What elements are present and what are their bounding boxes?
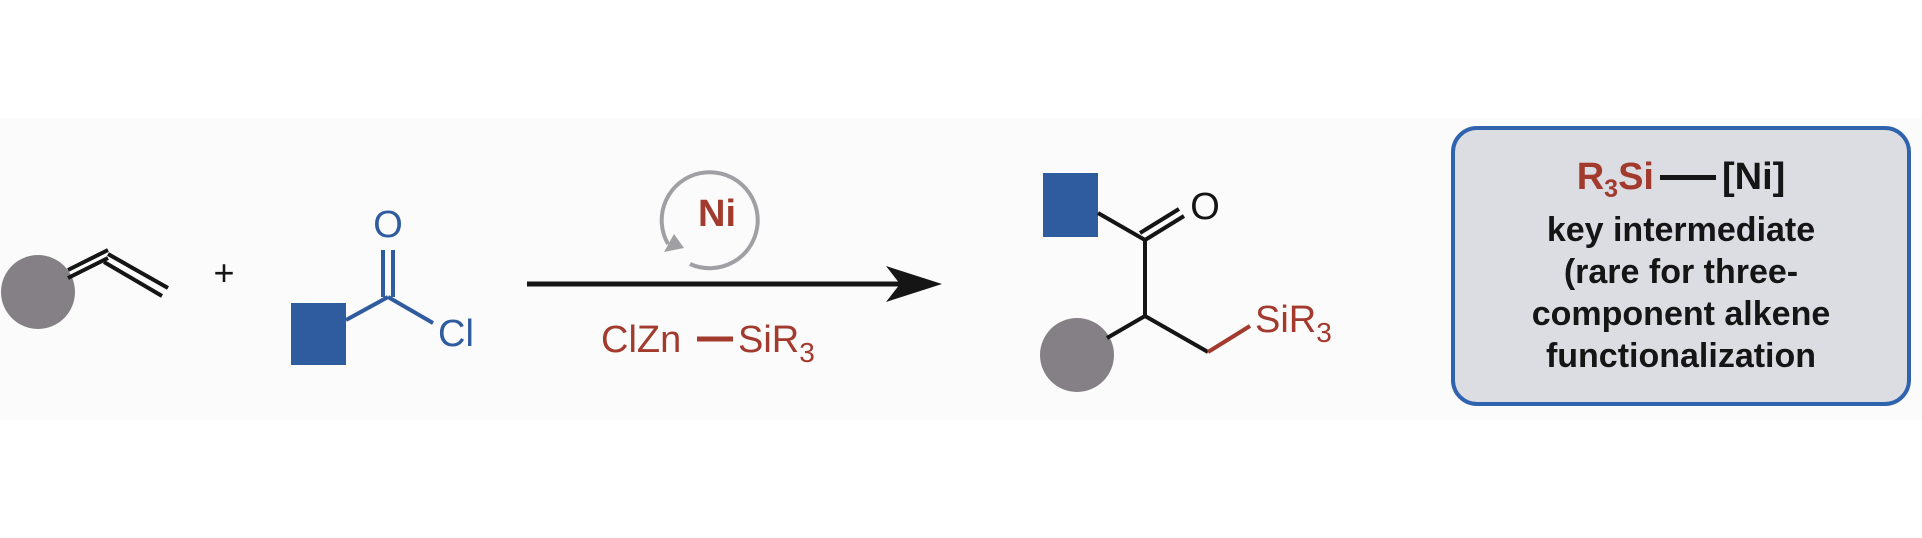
key-intermediate-box: R3Si [Ni] key intermediate (rare for thr… [1451,126,1911,406]
nickel-label: [Ni] [1721,155,1786,198]
catalytic-cycle-arrow [659,170,760,271]
product-bonds [1097,207,1209,354]
reaction-arrow-head [886,266,942,302]
reagent-silyl-subscript: 3 [799,337,815,368]
silyl-group: R3Si [1576,155,1654,203]
intermediate-formula: R3Si [Ni] [1576,155,1786,203]
alkene-bonds [67,248,169,298]
acyl-oxygen-label: O [373,204,403,246]
silyl-subscript: 3 [1604,174,1619,203]
acyl-chlorine-label: Cl [438,313,474,355]
product-oxygen-label: O [1190,186,1220,228]
description-line: functionalization [1545,336,1817,375]
acyl-substituent-square [291,303,346,365]
product-silyl-label: SiR3 [1255,299,1332,348]
reagent-silyl-label: SiR3 [738,319,815,368]
description-line: (rare for three- [1563,252,1799,291]
intermediate-description: key intermediate (rare for three- compon… [1532,209,1831,377]
cycle-arrow-head-icon [664,234,684,252]
silicon-nickel-bond [1659,174,1716,180]
acyl-chloride-bonds [345,250,435,325]
product-silyl-bond [1206,324,1252,354]
alkene-substituent-circle [1,255,75,329]
description-line: key intermediate [1546,210,1816,249]
description-line: component alkene [1531,294,1831,333]
catalyst-label: Ni [698,193,736,235]
product-alkyl-circle [1040,318,1114,392]
plus-sign: + [213,252,234,293]
product-silyl-subscript: 3 [1316,317,1332,348]
reagent-zinc-label: ClZn [601,319,681,361]
product-acyl-square [1043,173,1098,237]
